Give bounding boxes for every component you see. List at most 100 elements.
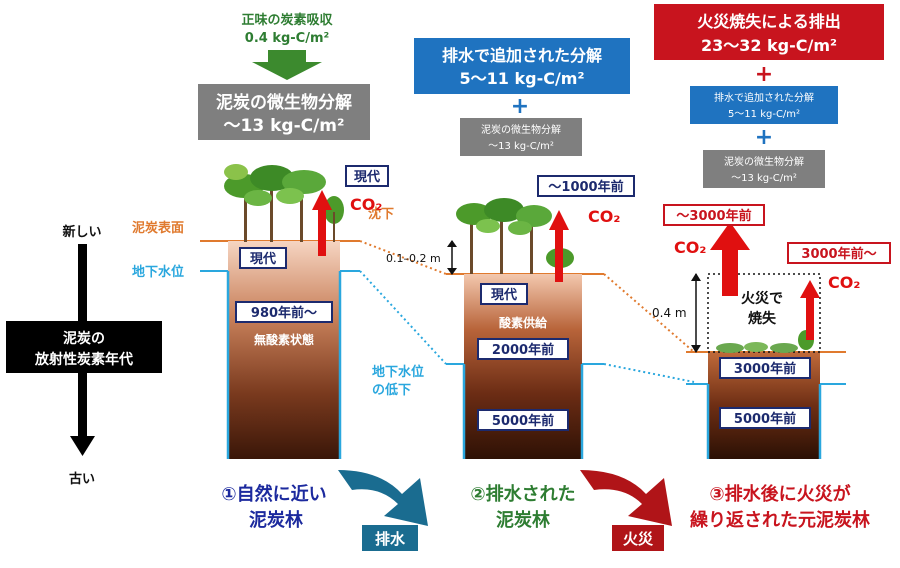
col2-age-2000: 2000年前	[492, 342, 554, 358]
microbial-small2-line1: 泥炭の微生物分解	[724, 155, 804, 168]
water-drop-connector-2	[603, 363, 695, 383]
microbial-small-line2: 〜13 kg-C/m²	[488, 141, 554, 152]
drain-label-box	[362, 525, 418, 551]
col3-co2-label: CO₂	[674, 238, 706, 257]
column-1-natural-forest: 現代 980年前〜 無酸素状態 現代 CO₂	[224, 164, 389, 459]
col1-top-age: 現代	[354, 169, 380, 185]
col2-top-age-badge	[537, 175, 635, 197]
col3-shrubs	[716, 330, 814, 353]
col2-surface-age-badge	[480, 283, 528, 305]
col3-age-5000-badge	[719, 407, 811, 429]
col1-age-980-badge	[235, 301, 333, 323]
stage2-line1: ②排水された	[470, 483, 575, 505]
radiocarbon-line1: 泥炭の	[63, 330, 105, 347]
column-3-burned-forest: 火災で 焼失 0.4 m 〜3000年前 CO₂ 3000年前〜 CO₂ 300…	[652, 204, 891, 459]
radiocarbon-label-box	[6, 321, 162, 373]
col2-age-5000: 5000年前	[492, 413, 554, 429]
water-drop-line1: 地下水位	[372, 364, 424, 380]
fire-depth-up-icon	[691, 273, 701, 281]
net-absorption-group: 正味の炭素吸収 0.4 kg-C/m²	[241, 12, 333, 80]
sub-depth-down-icon	[447, 268, 457, 275]
col3-top-age: 〜3000年前	[676, 208, 751, 224]
col2-co2-label: CO₂	[588, 207, 620, 226]
drainage-line2: 5〜11 kg-C/m²	[460, 69, 585, 88]
fire-depth-label: 0.4 m	[652, 306, 687, 320]
drainage-line1: 排水で追加された分解	[442, 46, 602, 65]
net-absorption-line1: 正味の炭素吸収	[241, 12, 333, 28]
plus-icon: +	[511, 94, 529, 119]
water-drop-line2: の低下	[372, 382, 411, 398]
col3-burned-line2: 焼失	[748, 310, 777, 327]
water-table-label: 地下水位	[132, 264, 184, 280]
water-drop-connector-1	[359, 270, 447, 365]
net-absorption-line2: 0.4 kg-C/m²	[245, 31, 329, 46]
fire-depth-down-icon	[691, 345, 701, 353]
col1-peat-body	[228, 241, 340, 459]
col2-age-2000-badge	[477, 338, 569, 360]
col3-right-age: 3000年前〜	[801, 246, 876, 262]
column-2-drained-forest: 〜1000年前 CO₂ 0.1–0.2 m 現代 酸素供給 2000年前 500…	[386, 175, 635, 459]
microbial-decomposition-box: 泥炭の微生物分解 〜13 kg-C/m²	[198, 84, 370, 140]
axis-newer-label: 新しい	[62, 224, 101, 240]
stage3-line1: ③排水後に火災が	[709, 483, 850, 505]
microbial-small2-bg	[703, 150, 825, 188]
drainage-small-box: 排水で追加された分解 5〜11 kg-C/m²	[690, 86, 838, 124]
stage1-line1: ①自然に近い	[221, 483, 326, 505]
col1-co2-arrow-icon	[312, 190, 332, 256]
plus-icon-red: +	[755, 62, 773, 87]
drainage-small-line2: 5〜11 kg-C/m²	[728, 109, 800, 120]
sub-depth-up-icon	[447, 240, 457, 247]
axis-older-label: 古い	[69, 471, 95, 487]
col2-surface-age: 現代	[491, 287, 517, 303]
col3-co2-big-arrow-icon	[710, 222, 750, 296]
subsidence-label: 沈下	[368, 206, 394, 222]
fire-line1: 火災焼失による排出	[697, 12, 841, 31]
col3-co2-right-label: CO₂	[828, 273, 860, 292]
col1-forest-canopy	[224, 164, 344, 242]
col1-surface-age-badge	[239, 247, 287, 269]
col2-age-5000-badge	[477, 409, 569, 431]
col3-age-5000: 5000年前	[734, 411, 796, 427]
peat-surface-label: 泥炭表面	[132, 220, 184, 236]
microbial-small-box: 泥炭の微生物分解 〜13 kg-C/m²	[460, 118, 582, 156]
drain-curved-arrow-icon	[338, 470, 428, 526]
drainage-box-bg	[414, 38, 630, 94]
col1-age-980: 980年前〜	[251, 305, 317, 321]
col3-age-3000: 3000年前	[734, 361, 796, 377]
fire-label-box	[612, 525, 664, 551]
col3-co2-small-arrow-icon	[800, 280, 820, 340]
stage2-line2: 泥炭林	[496, 509, 550, 531]
col2-forest-canopy	[456, 198, 574, 274]
drain-label: 排水	[375, 530, 406, 548]
microbial-small-box-2: 泥炭の微生物分解 〜13 kg-C/m²	[703, 150, 825, 188]
fire-label: 火災	[623, 530, 654, 548]
col1-surface-age: 現代	[250, 251, 276, 267]
stage3-line2: 繰り返された元泥炭林	[690, 509, 870, 531]
fire-curved-arrow-icon	[580, 470, 672, 526]
microbial-line1: 泥炭の微生物分解	[216, 92, 352, 113]
fire-line2: 23〜32 kg-C/m²	[701, 36, 837, 55]
microbial-box-bg	[198, 84, 370, 140]
sub-depth-label: 0.1–0.2 m	[386, 252, 441, 265]
microbial-small-bg	[460, 118, 582, 156]
col1-top-age-badge	[345, 165, 389, 187]
col3-burned-line1: 火災で	[741, 291, 783, 307]
drainage-small-bg	[690, 86, 838, 124]
col2-oxygen: 酸素供給	[499, 315, 548, 330]
microbial-line2: 〜13 kg-C/m²	[224, 116, 345, 136]
drainage-decomposition-box: 排水で追加された分解 5〜11 kg-C/m²	[414, 38, 630, 94]
microbial-small-line1: 泥炭の微生物分解	[481, 123, 561, 136]
col3-age-3000-badge	[719, 357, 811, 379]
fire-emission-box: 火災焼失による排出 23〜32 kg-C/m²	[654, 4, 884, 60]
col1-co2-label: CO₂	[350, 195, 382, 214]
drainage-small-line1: 排水で追加された分解	[714, 91, 814, 104]
microbial-small2-line2: 〜13 kg-C/m²	[731, 173, 797, 184]
col1-anoxic: 無酸素状態	[254, 332, 314, 347]
col2-co2-arrow-icon	[549, 210, 569, 282]
col2-top-age: 〜1000年前	[548, 179, 623, 195]
down-arrow-green-icon	[252, 50, 322, 80]
burned-volume-outline	[707, 273, 821, 353]
col3-right-age-badge	[787, 242, 891, 264]
